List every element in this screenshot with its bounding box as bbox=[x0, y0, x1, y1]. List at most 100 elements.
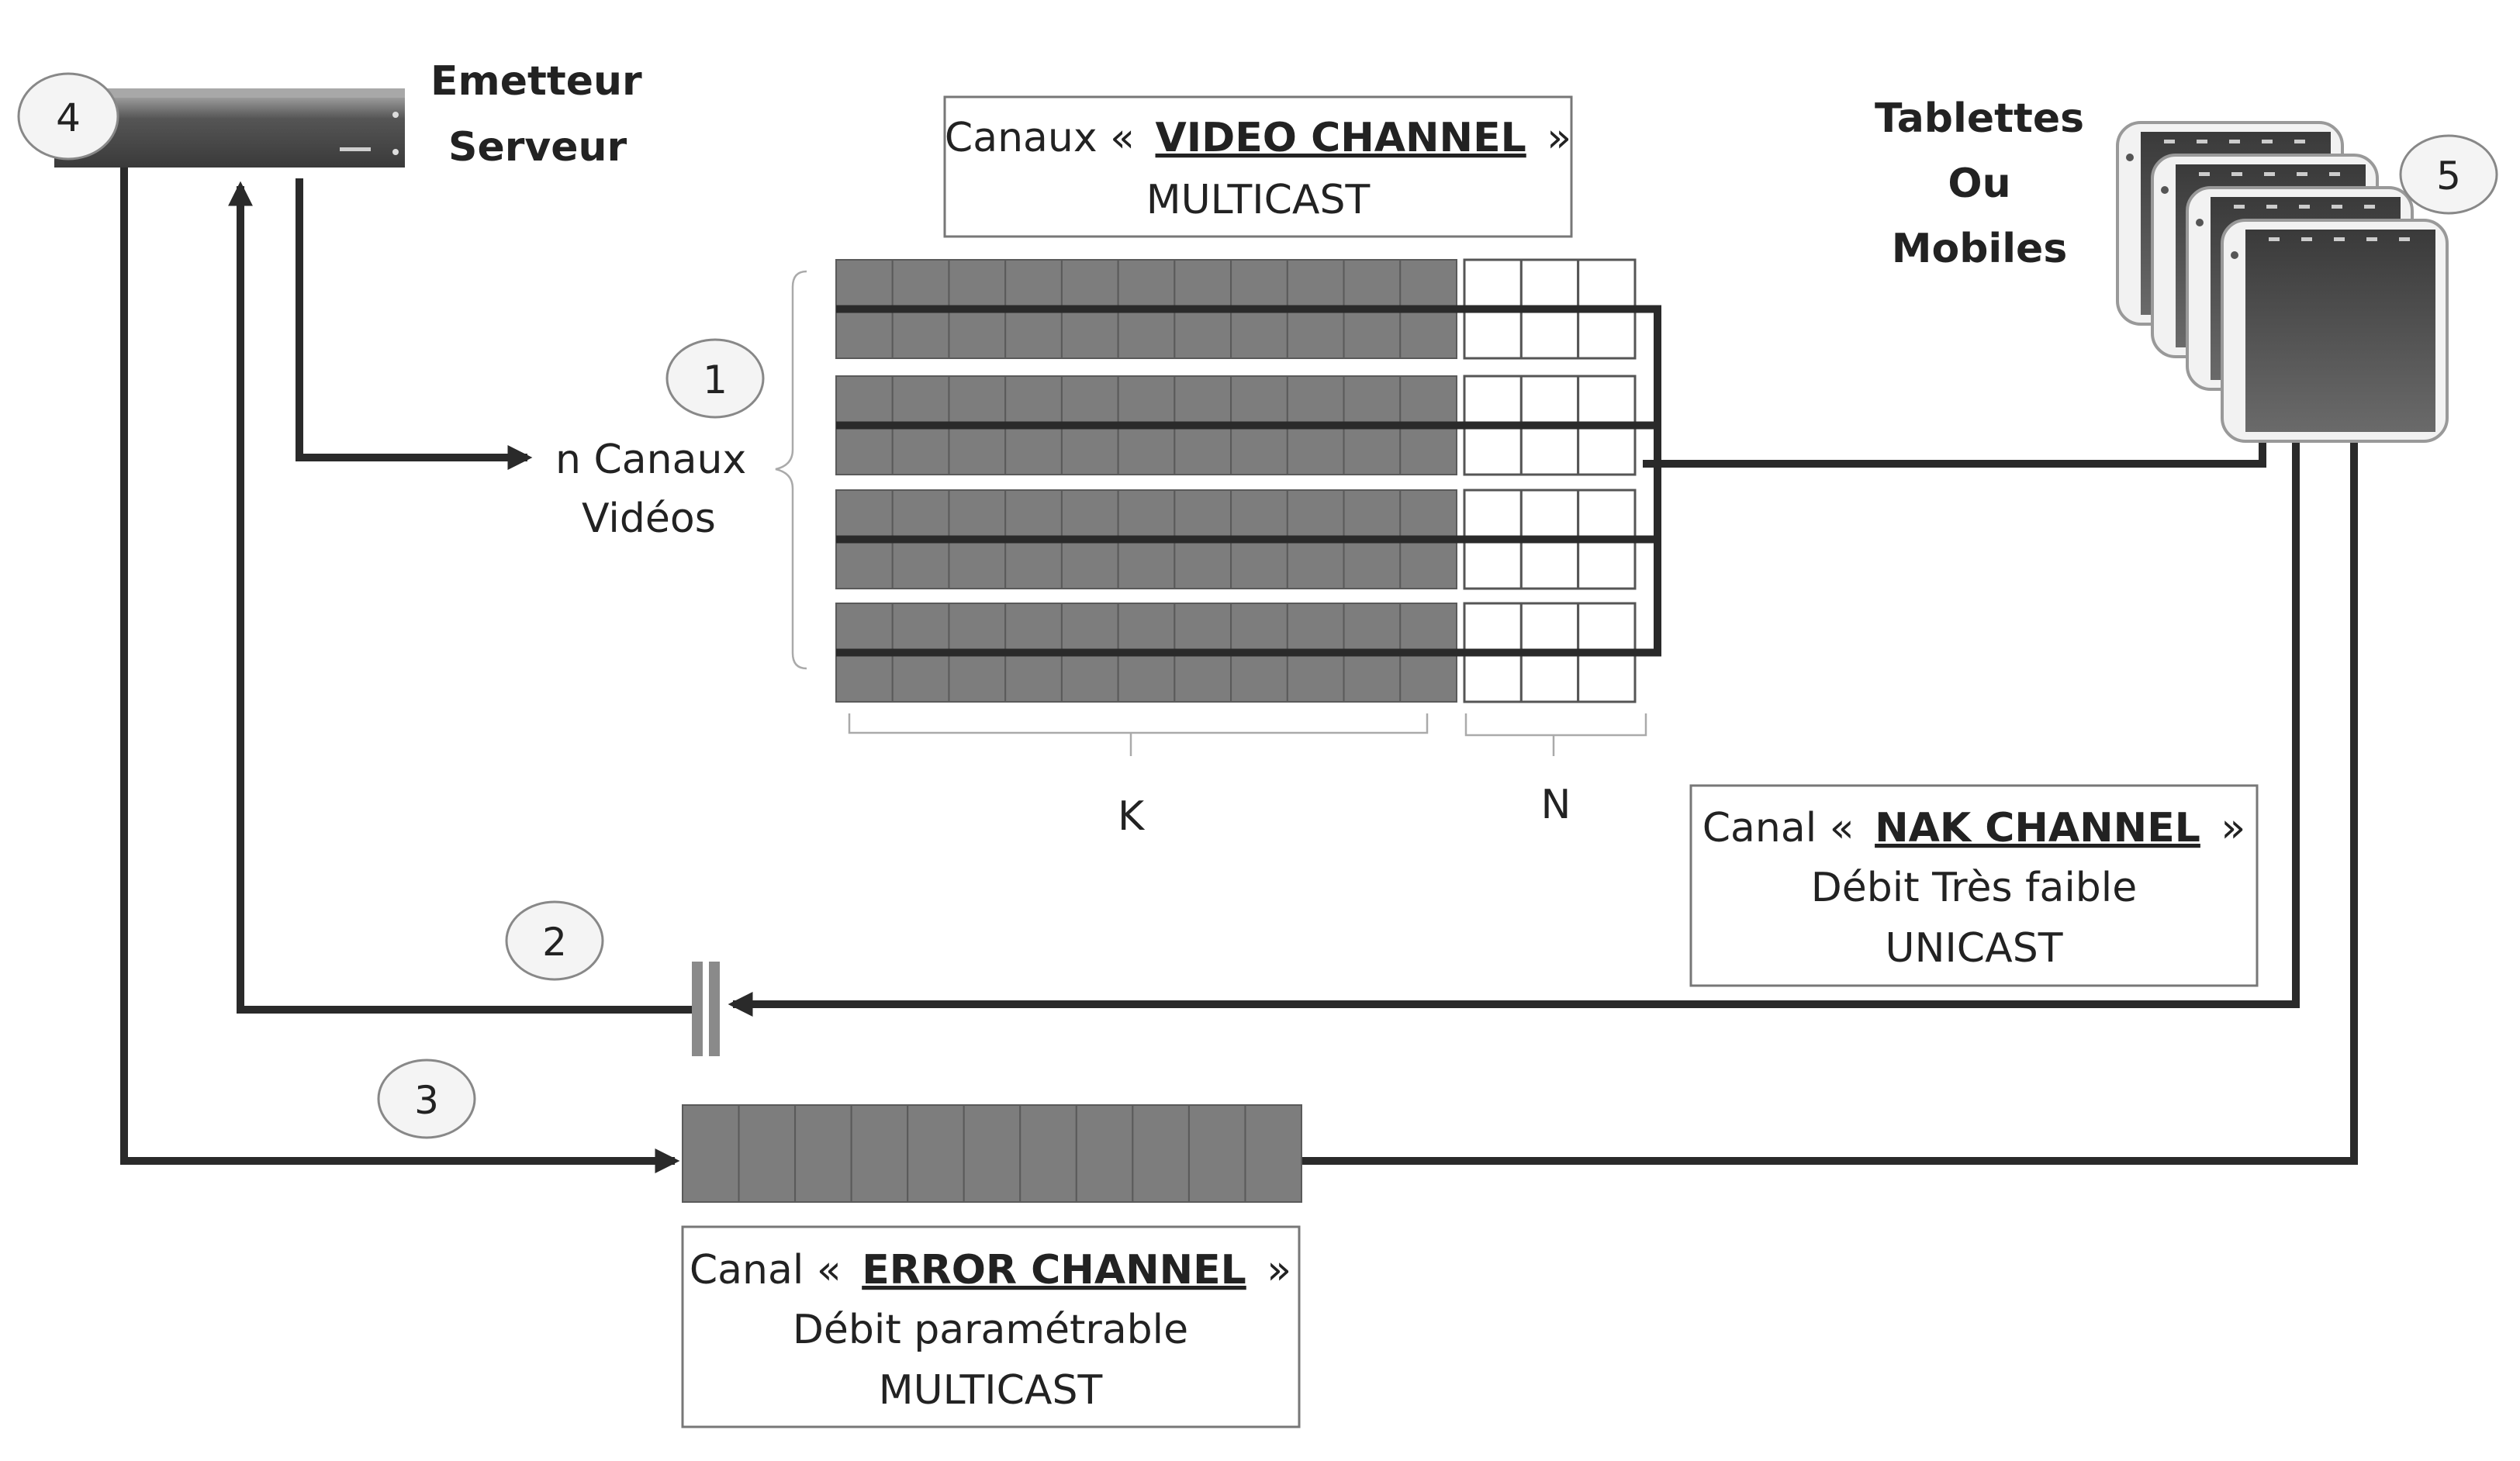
error-packet-cell bbox=[1075, 1104, 1134, 1203]
k-packet-cell bbox=[891, 375, 950, 427]
k-packet-cell bbox=[891, 424, 950, 475]
k-packet-cell bbox=[891, 538, 950, 589]
k-packet-cell bbox=[948, 308, 1007, 359]
tablet-status-dot bbox=[2266, 205, 2277, 209]
n-parity-cell bbox=[1463, 424, 1523, 476]
devices-label-line2: Ou bbox=[1948, 161, 2010, 207]
channels-to-devices-arrow bbox=[1643, 347, 2276, 468]
nak-barrier-bar-1 bbox=[692, 962, 703, 1056]
nak-return-arrow bbox=[728, 345, 2300, 1017]
tablet-status-dot bbox=[2332, 205, 2342, 209]
tablet-status-dot bbox=[2366, 237, 2377, 241]
k-packet-cell bbox=[1230, 375, 1288, 427]
k-packet-cell bbox=[835, 603, 894, 654]
error-packet-cell bbox=[1244, 1104, 1303, 1203]
k-packet-cell bbox=[891, 259, 950, 310]
k-packet-cell bbox=[1343, 375, 1402, 427]
k-packet-cell bbox=[1004, 424, 1063, 475]
k-packet-cell bbox=[891, 603, 950, 654]
badge-2-circle bbox=[505, 900, 604, 981]
tablet-status-dot bbox=[2399, 237, 2410, 241]
badge-4-number: 4 bbox=[56, 95, 81, 140]
tablet-status-dot bbox=[2329, 172, 2340, 176]
k-packet-cell bbox=[1286, 308, 1345, 359]
tablet-status-dot bbox=[2234, 205, 2245, 209]
error-packet-cell bbox=[1187, 1104, 1246, 1203]
k-packet-cell bbox=[1060, 424, 1119, 475]
n-parity-cell bbox=[1519, 651, 1580, 703]
k-packet-cell bbox=[948, 603, 1007, 654]
k-packet-cell bbox=[1117, 489, 1176, 541]
k-packet-cell bbox=[948, 259, 1007, 310]
n-parity-cell bbox=[1463, 308, 1523, 360]
video-channel-suffix: » bbox=[1547, 115, 1571, 161]
nak-channel-box: Canal « NAK CHANNEL » Débit Très faible … bbox=[1689, 784, 2259, 987]
k-packet-cell bbox=[1174, 538, 1232, 589]
badge-1: 1 bbox=[665, 338, 765, 419]
k-packet-cell bbox=[1060, 259, 1119, 310]
server-label-line1: Emetteur bbox=[430, 58, 642, 105]
n-parity-cell bbox=[1519, 258, 1580, 310]
k-packet-cell bbox=[1060, 308, 1119, 359]
tablet-camera bbox=[2126, 154, 2134, 161]
n-label: N bbox=[1541, 782, 1571, 828]
badge-1-circle bbox=[665, 338, 765, 419]
badge-2: 2 bbox=[505, 900, 604, 981]
k-packet-cell bbox=[948, 424, 1007, 475]
k-packet-cell bbox=[1174, 651, 1232, 703]
badge-5-circle bbox=[2399, 134, 2498, 215]
k-packet-cell bbox=[1399, 424, 1457, 475]
error-packet-cell bbox=[1019, 1104, 1077, 1203]
k-packet-cell bbox=[1004, 603, 1063, 654]
k-packet-cell bbox=[1230, 603, 1288, 654]
n-parity-cell bbox=[1577, 424, 1637, 476]
n-parity-cell bbox=[1519, 602, 1580, 654]
n-canaux-label-line2: Vidéos bbox=[582, 496, 716, 542]
nak-channel-suffix: » bbox=[2221, 805, 2245, 851]
n-brace bbox=[1464, 713, 1647, 756]
k-packet-cell bbox=[1286, 489, 1345, 541]
tablet-status-dot bbox=[2164, 140, 2175, 143]
k-packet-cell bbox=[948, 538, 1007, 589]
badge-4: 4 bbox=[17, 72, 119, 161]
error-packet-cell bbox=[682, 1104, 740, 1203]
server-port-2 bbox=[392, 149, 399, 155]
nak-channel-title: Canal « NAK CHANNEL » bbox=[1702, 805, 2245, 851]
error-packet-cell bbox=[907, 1104, 965, 1203]
error-packet-cell bbox=[850, 1104, 909, 1203]
k-packet-cell bbox=[1004, 308, 1063, 359]
server-label-line2: Serveur bbox=[448, 124, 627, 171]
tablet-status-dot bbox=[2297, 172, 2307, 176]
k-packet-cell bbox=[1286, 538, 1345, 589]
k-packet-cell bbox=[1117, 424, 1176, 475]
k-packet-cell bbox=[1286, 259, 1345, 310]
k-packet-cell bbox=[835, 489, 894, 541]
tablet-status-dot bbox=[2364, 205, 2375, 209]
channels-brace bbox=[775, 270, 807, 670]
error-channel-frame bbox=[681, 1225, 1301, 1428]
k-packet-cell bbox=[1117, 259, 1176, 310]
error-channel-rate: Débit paramétrable bbox=[793, 1307, 1188, 1353]
nak-barrier-bar-2 bbox=[709, 962, 720, 1056]
tablet-status-dot bbox=[2299, 205, 2310, 209]
badge-2-number: 2 bbox=[542, 920, 567, 965]
server-port-1 bbox=[392, 112, 399, 118]
badge-1-number: 1 bbox=[703, 357, 728, 402]
k-packet-cell bbox=[835, 308, 894, 359]
n-parity-cell bbox=[1463, 602, 1523, 654]
n-parity-cell bbox=[1463, 651, 1523, 703]
k-packet-cell bbox=[1004, 538, 1063, 589]
k-packet-cell bbox=[948, 375, 1007, 427]
tablet-status-dot bbox=[2199, 172, 2210, 176]
n-parity-cell bbox=[1577, 375, 1637, 427]
badge-3-number: 3 bbox=[414, 1078, 439, 1123]
k-packet-cell bbox=[1174, 375, 1232, 427]
k-packet-cell bbox=[1230, 259, 1288, 310]
k-packet-cell bbox=[1286, 375, 1345, 427]
n-parity-cell bbox=[1577, 651, 1637, 703]
k-packet-cell bbox=[1004, 651, 1063, 703]
k-packet-cell bbox=[1343, 424, 1402, 475]
n-parity-cell bbox=[1577, 538, 1637, 590]
n-canaux-label-line1: n Canaux bbox=[555, 437, 746, 483]
video-packet-grid bbox=[835, 258, 1661, 703]
